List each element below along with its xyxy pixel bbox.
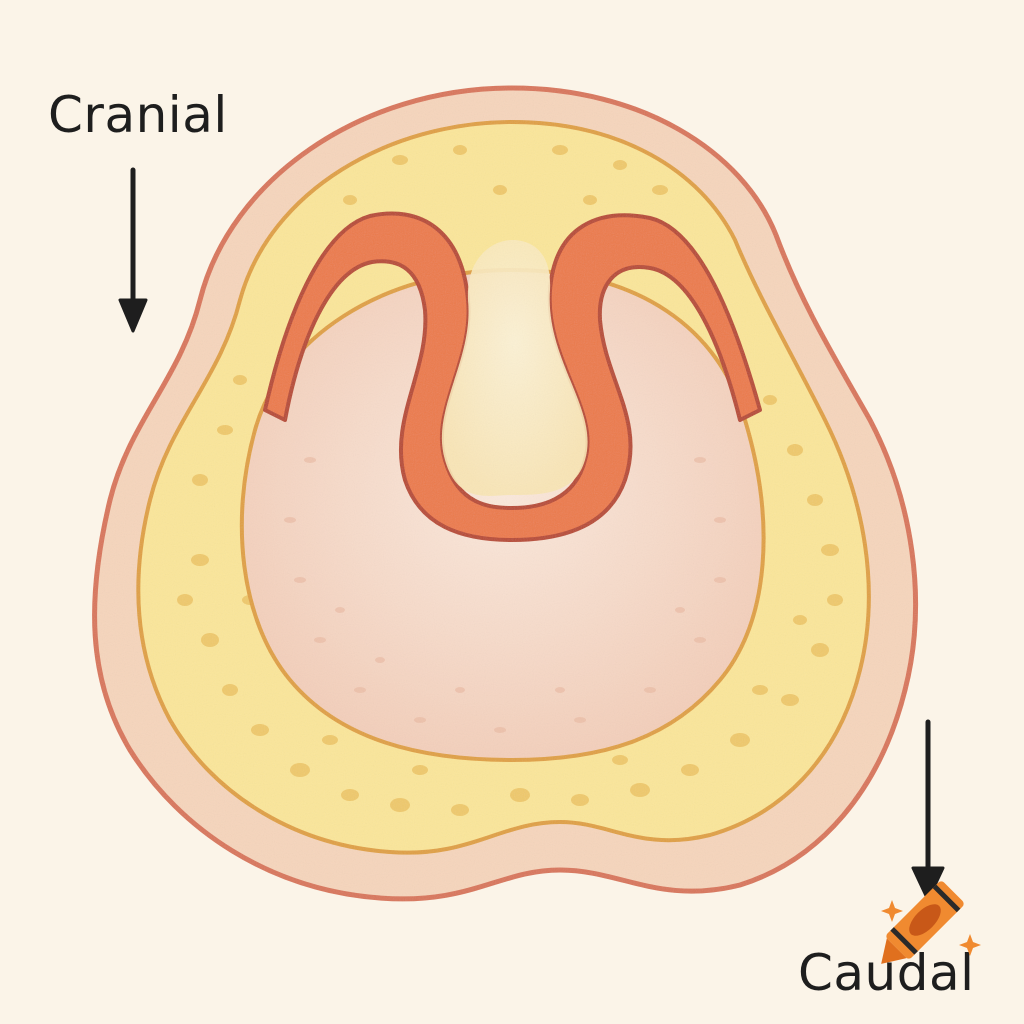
groove-lumen <box>441 240 588 496</box>
cranial-label: Cranial <box>48 86 228 144</box>
crayon-icon <box>881 881 981 964</box>
caudal-arrow-icon <box>911 719 945 902</box>
yellow-speckles <box>177 145 843 816</box>
sparkle-icon <box>881 900 903 922</box>
neural-fold <box>263 211 762 542</box>
sparkle-icon <box>959 934 981 956</box>
cranial-arrow-icon <box>118 167 148 333</box>
core-speckles <box>284 457 726 733</box>
